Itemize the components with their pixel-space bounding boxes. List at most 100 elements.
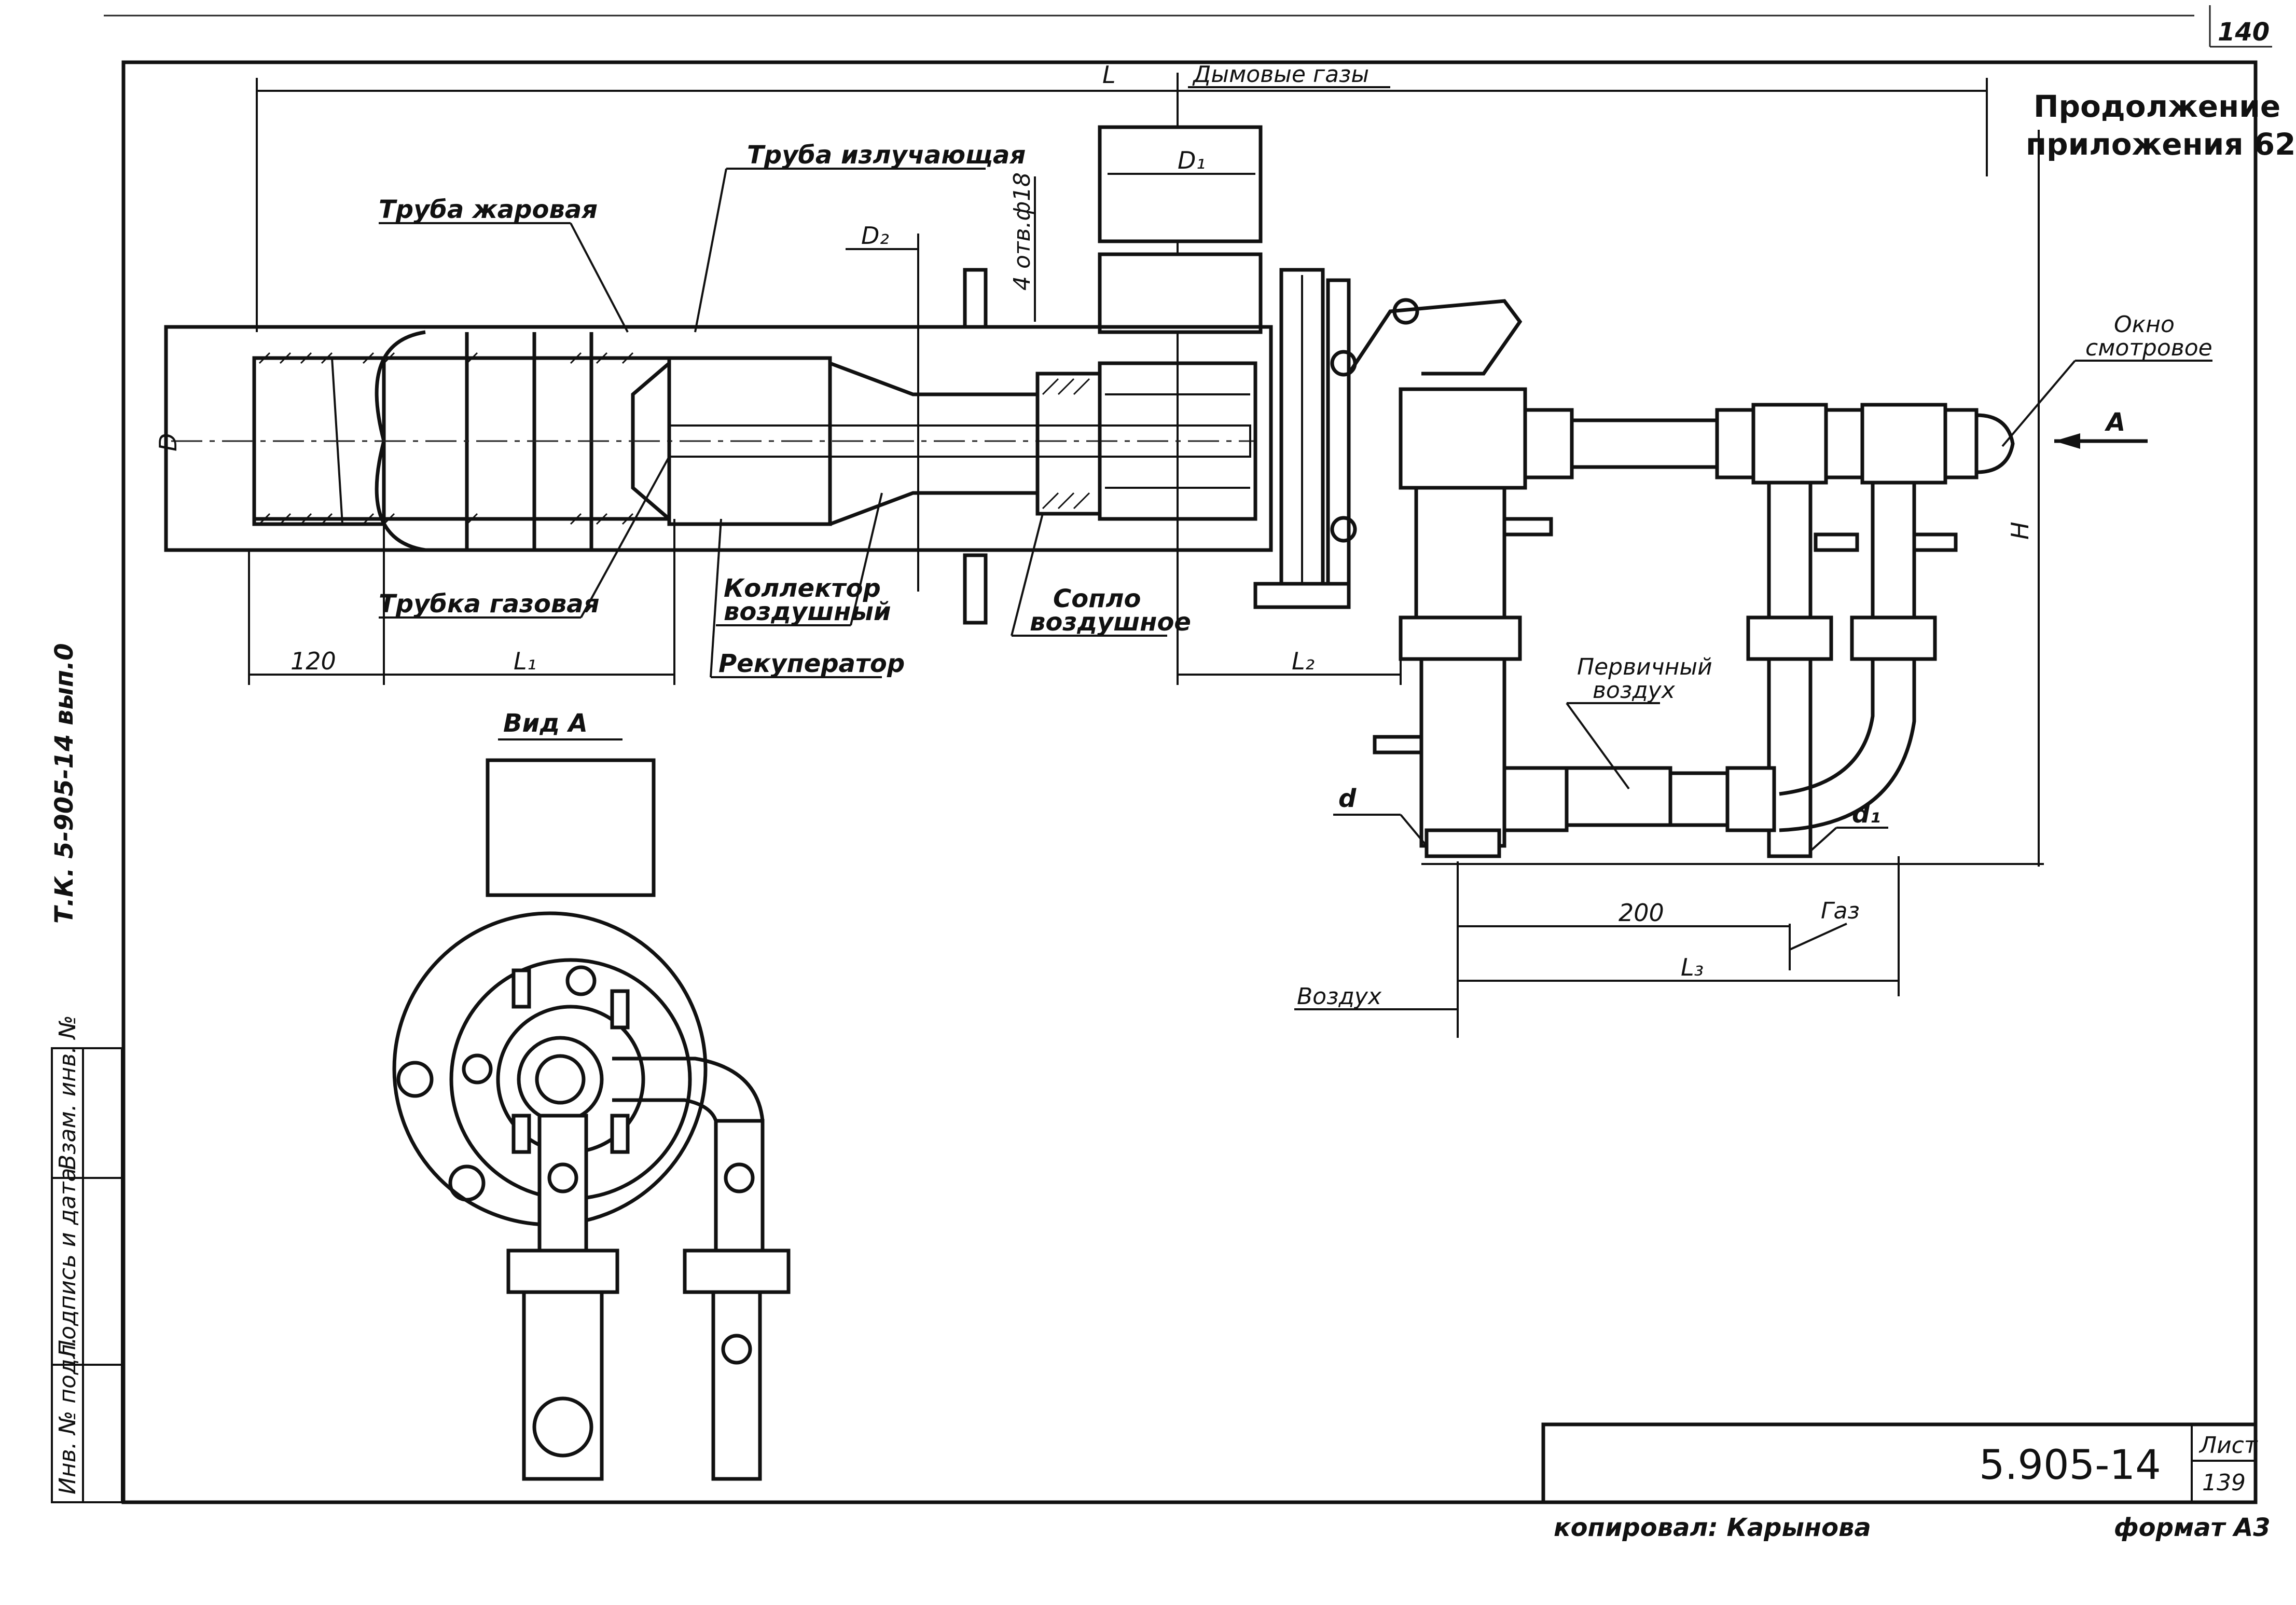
handle (1347, 299, 1523, 376)
paper-format: формат А3 (2114, 1513, 2271, 1542)
label-nozzle-2: воздушное (1030, 608, 1191, 637)
view-a-air-pipe (537, 1114, 588, 1253)
view-a-gas-pipe-hole (724, 1162, 755, 1194)
copied-by: копировал: Карынова (1554, 1513, 1871, 1542)
label-collector-2: воздушный (724, 597, 891, 626)
view-a-gas-nut (683, 1249, 791, 1294)
dimension-120: 120 (291, 647, 336, 675)
union-1 (1523, 408, 1574, 479)
union-2 (1715, 408, 1755, 479)
flange-ring (1326, 278, 1351, 599)
label-primary-air-1: Первичный (1577, 654, 1712, 680)
view-a-center-fitting (517, 1036, 604, 1123)
dimension-D1: D₁ (1178, 146, 1206, 174)
air-pipe-thread (1424, 828, 1501, 858)
air-pipe-upper (1414, 486, 1506, 620)
dimension-L2: L₂ (1292, 647, 1315, 675)
dimension-L: L (1102, 61, 1116, 89)
leader-d (1400, 814, 1428, 847)
dimension-H: H (2006, 522, 2034, 540)
drawing-frame (121, 60, 2258, 1504)
page-number: 140 (2218, 18, 2270, 47)
bolt-2 (1330, 516, 1357, 543)
project-code: Т.К. 5-905-14 вып.0 (50, 643, 79, 924)
doc-number: 5.905-14 (1979, 1442, 2161, 1489)
view-a-gas-pipe-lower (711, 1290, 762, 1481)
flue-pipe-upper (1098, 125, 1263, 243)
leader-radiating (694, 168, 727, 333)
gas-bolt-2 (1912, 532, 1958, 552)
flue-pipe-lower (1098, 252, 1263, 334)
gas-elbow-outer (1779, 659, 1875, 796)
label-gas: Газ (1821, 898, 1860, 924)
gas-pipe-left-nut (1746, 615, 1833, 661)
view-a-air-pipe-lower (522, 1290, 604, 1481)
dimension-L1: L₁ (514, 647, 536, 675)
leader-d1 (1809, 827, 1837, 852)
view-a-flue-pipe (486, 758, 656, 897)
leader-gas-tube (580, 456, 670, 618)
flange-stud-top (963, 268, 988, 329)
label-view-A: Вид А (503, 709, 588, 738)
view-a-center-hole (535, 1054, 586, 1105)
gas-lance (668, 424, 1251, 458)
leader-primary-air (1566, 702, 1630, 790)
sight-window-cap (1974, 413, 2015, 474)
dimension-d: d (1338, 784, 1357, 813)
title-block (1541, 1422, 2258, 1504)
gas-bolt-1 (1814, 532, 1859, 552)
appendix-title-line1: Продолжение (2034, 89, 2280, 124)
view-a-stud-3 (511, 1114, 531, 1154)
primary-air-union-1 (1502, 766, 1569, 832)
view-a-bolt-top (565, 965, 597, 996)
sheet-label: Лист (2198, 1432, 2258, 1459)
gas-pipe-right-upper (1871, 481, 1916, 620)
flange-stud-bottom (963, 553, 988, 625)
gas-pipe-left-upper (1767, 481, 1813, 620)
air-collector (829, 361, 1040, 526)
label-flue-gases: Дымовые газы (1192, 61, 1369, 88)
bolt-nut-bottom (1253, 582, 1351, 609)
air-pipe-lower (1419, 657, 1506, 848)
label-air: Воздух (1297, 983, 1382, 1010)
view-a-bolt-inner-left (462, 1053, 493, 1085)
dimension-D2: D₂ (861, 222, 889, 250)
pipe-horizontal (1570, 418, 1719, 469)
side-stamp-replace: Взам. инв. № (54, 1015, 81, 1170)
label-heat-resistant-pipe: Труба жаровая (379, 195, 598, 224)
sheet-number: 139 (2202, 1470, 2246, 1496)
view-a-air-outlet (532, 1396, 593, 1458)
dimension-D: D (154, 433, 182, 451)
air-pipe-bolt-2 (1373, 735, 1423, 755)
burner-head (1098, 361, 1257, 521)
dimension-d1: d₁ (1852, 800, 1880, 829)
view-a-bolt-bottom (448, 1164, 486, 1202)
gas-pipe-right-nut (1850, 615, 1937, 661)
air-nozzle-block (1035, 372, 1102, 516)
union-3 (1824, 408, 1864, 479)
leader-gas (1789, 923, 1847, 951)
air-pipe-nut (1399, 615, 1522, 661)
view-a-gas-elbow-inner (612, 1098, 718, 1122)
tee-fitting-2 (1860, 403, 1947, 485)
dimension-L3: L₃ (1681, 953, 1704, 981)
tee-fitting-1 (1751, 403, 1828, 485)
side-stamp-inv-no: Инв. № подл. (54, 1337, 81, 1494)
label-primary-air-2: воздух (1593, 677, 1676, 704)
view-a-air-nut (506, 1249, 619, 1294)
leader-heat-resistant (570, 223, 629, 333)
view-a-gas-pipe-hole-2 (721, 1334, 752, 1365)
nozzle-hatch (1042, 378, 1090, 510)
view-a-gas-elbow-outer (612, 1057, 765, 1121)
label-arrow-A: А (2104, 408, 2125, 437)
label-nozzle-1: Сопло (1053, 584, 1141, 613)
appendix-title-line2: приложения 62 (2026, 127, 2295, 162)
primary-air-pipe (1565, 766, 1672, 827)
handle-pivot (1392, 298, 1419, 325)
label-gas-tube: Трубка газовая (379, 589, 600, 619)
gas-elbow-inner (1779, 659, 1916, 832)
hatching-top (258, 352, 634, 364)
view-a-bolt-left (396, 1061, 434, 1098)
leader-nozzle (1011, 513, 1044, 636)
